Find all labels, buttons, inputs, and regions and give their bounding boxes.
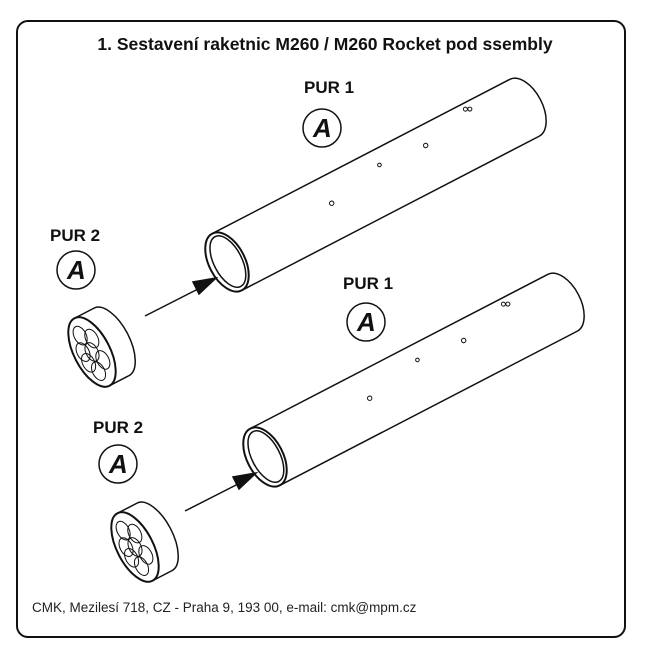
- label-lower-tube: PUR 1: [343, 274, 394, 293]
- part-marker-circle: [346, 302, 386, 342]
- footer-contact: CMK, Mezilesí 718, CZ - Praha 9, 193 00,…: [32, 600, 417, 615]
- part-letter-a: A: [67, 255, 86, 285]
- lower-cap: [110, 501, 179, 583]
- label-upper-tube: PUR 1: [304, 78, 355, 97]
- diagram-frame: [16, 20, 626, 638]
- lower-tube: [242, 272, 585, 488]
- lower-arrow: [184, 471, 259, 512]
- tube-holes: [366, 301, 511, 401]
- part-marker-circle: [302, 108, 342, 148]
- tube-holes: [328, 106, 473, 206]
- label-upper-cap: PUR 2: [50, 226, 101, 245]
- part-letter-a: A: [109, 449, 128, 479]
- part-marker-circle: [56, 250, 96, 290]
- diagram-title: 1. Sestavení raketnic M260 / M260 Rocket…: [97, 34, 553, 54]
- label-lower-cap: PUR 2: [93, 418, 144, 437]
- upper-cap: [67, 306, 136, 388]
- part-letter-a: A: [313, 113, 332, 143]
- part-letter-a: A: [357, 307, 376, 337]
- upper-tube: [204, 77, 547, 293]
- part-marker-circle: [98, 444, 138, 484]
- upper-arrow: [144, 276, 219, 317]
